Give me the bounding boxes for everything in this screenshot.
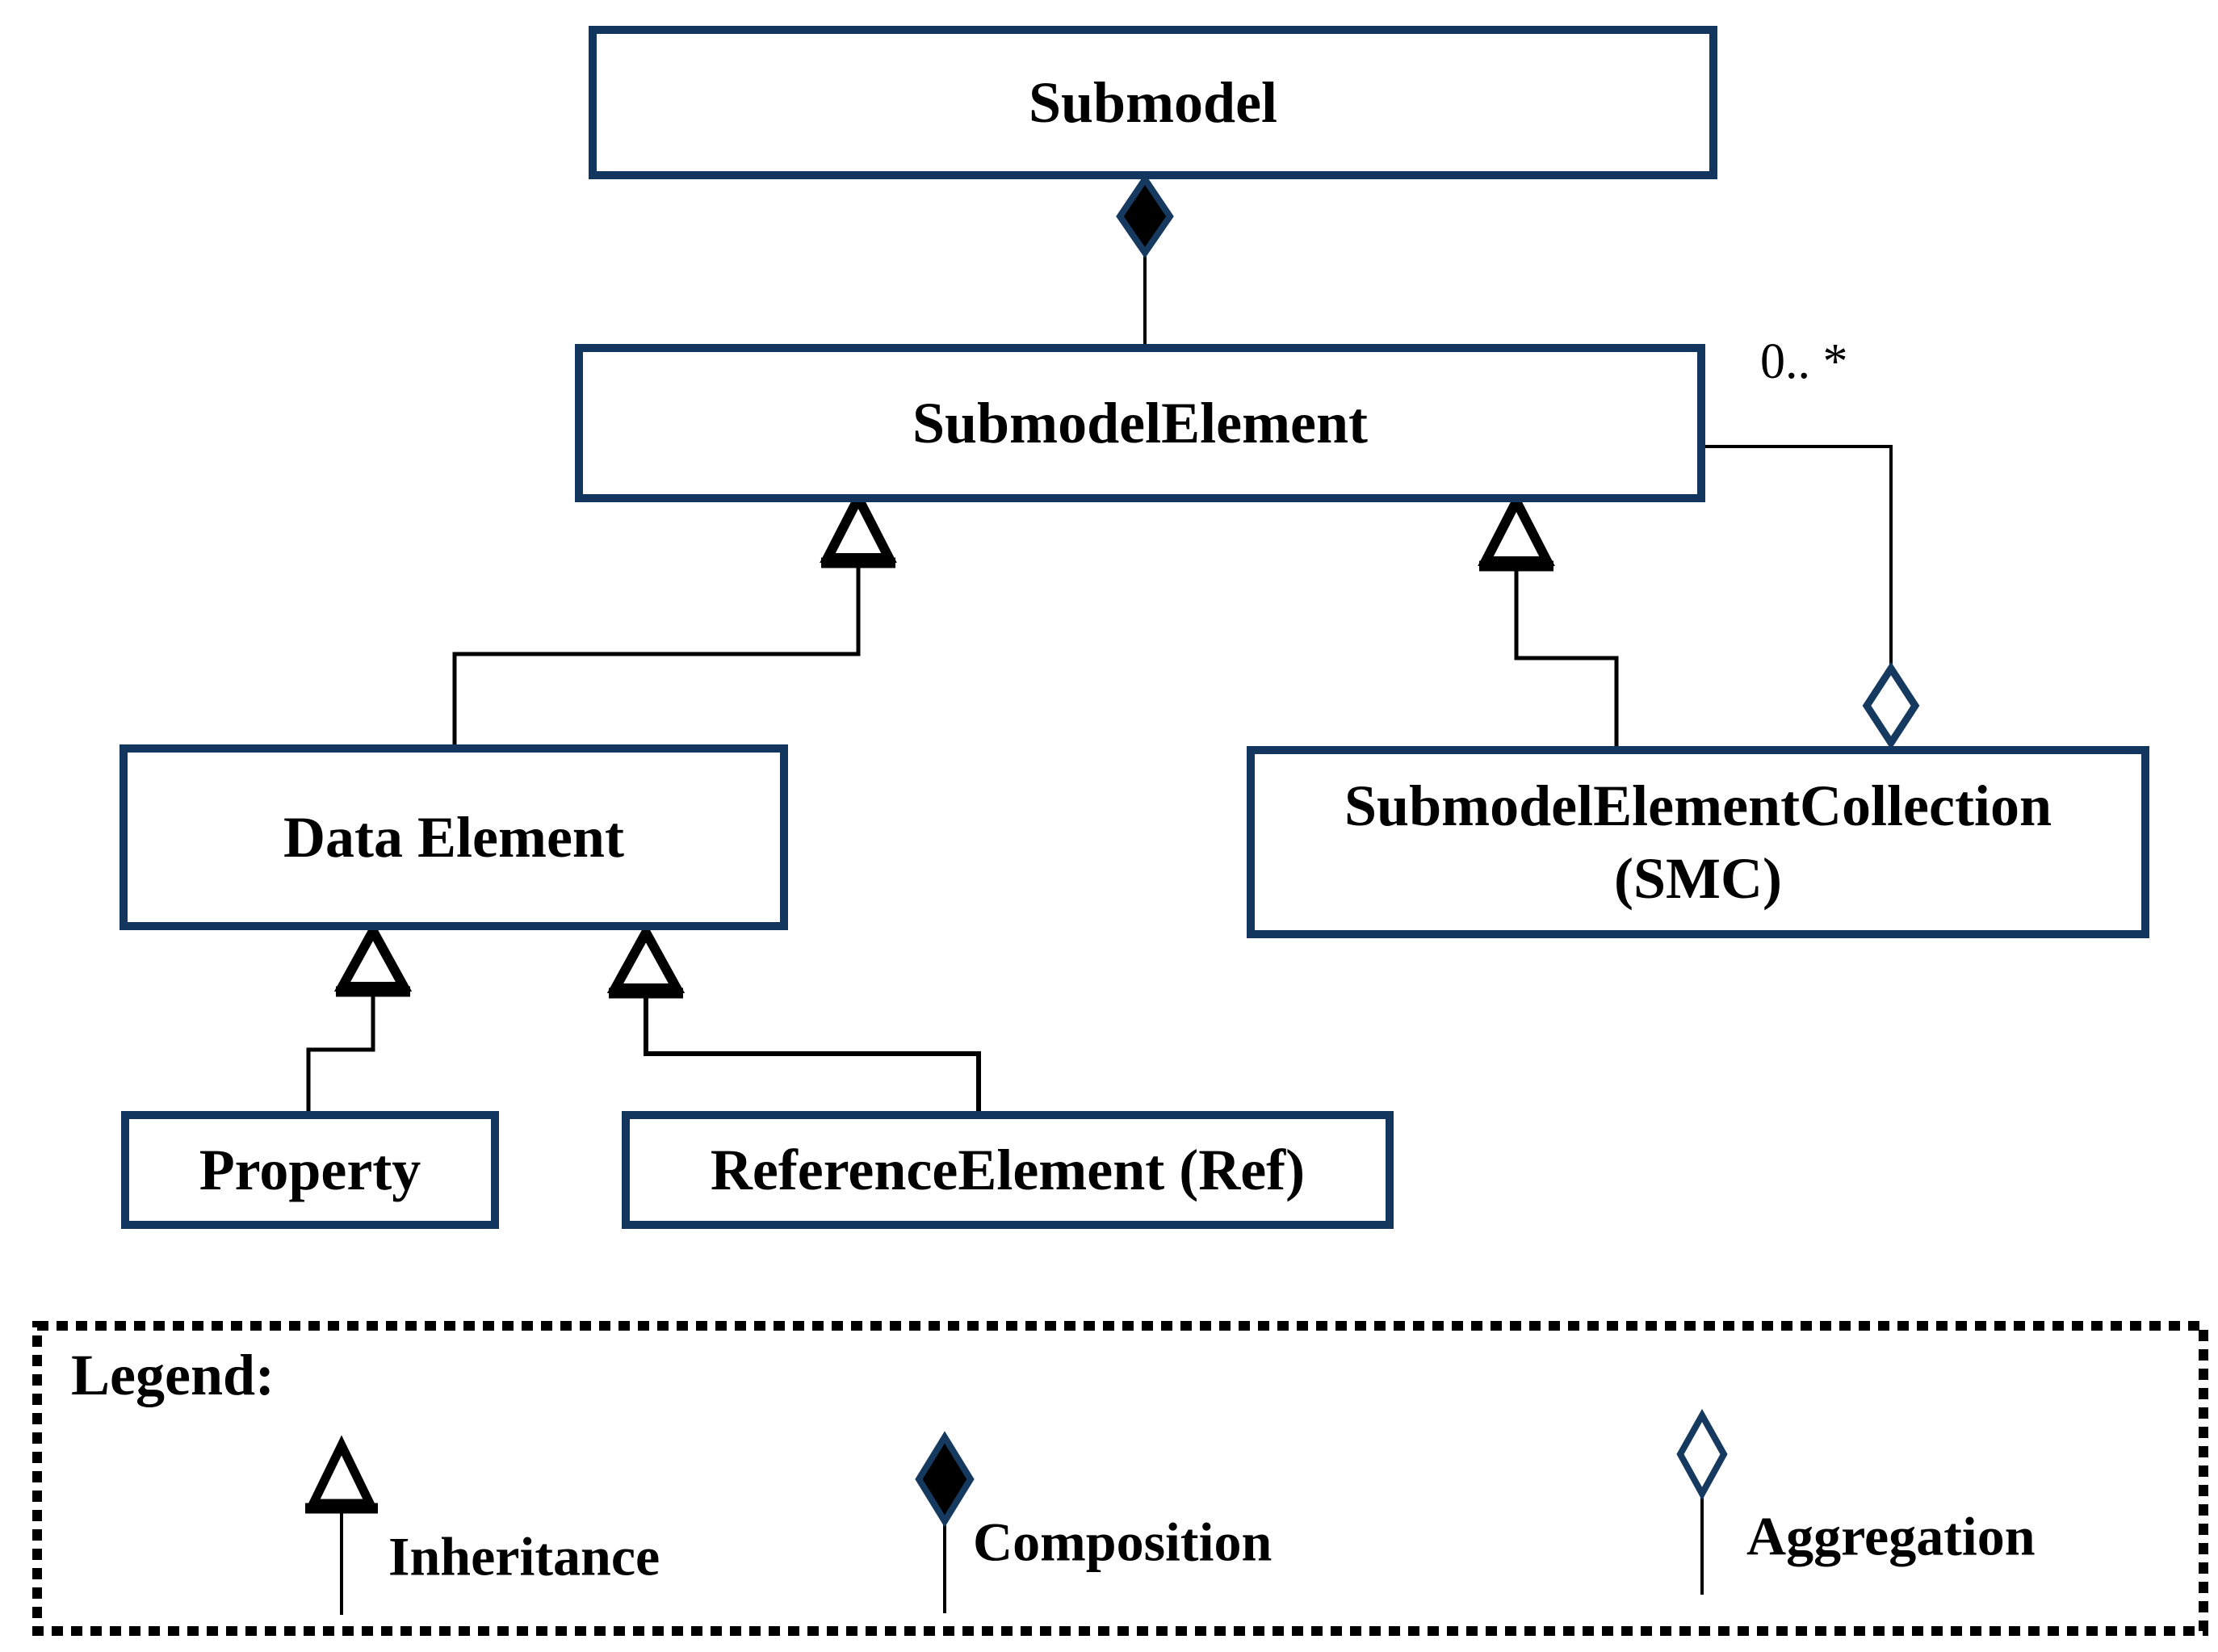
class-label-reference-element: ReferenceElement (Ref) bbox=[710, 1138, 1306, 1202]
legend-aggregation-symbol bbox=[1676, 1408, 1728, 1595]
class-label-data-element: Data Element bbox=[283, 805, 624, 870]
inheritance-connector-smc bbox=[1478, 490, 1619, 748]
legend-border bbox=[32, 1321, 2208, 1636]
class-label-submodel: Submodel bbox=[1028, 70, 1278, 135]
composition-diamond-icon bbox=[915, 1431, 975, 1528]
class-label-property: Property bbox=[199, 1138, 421, 1202]
legend-label-inheritance: Inheritance bbox=[388, 1525, 660, 1587]
composition-connector bbox=[1116, 173, 1174, 346]
inheritance-line bbox=[1514, 571, 1619, 748]
inheritance-triangle-icon bbox=[606, 922, 686, 993]
legend-composition-symbol bbox=[915, 1431, 975, 1613]
legend-inheritance-symbol bbox=[305, 1435, 378, 1615]
class-box-data-element: Data Element bbox=[119, 744, 788, 930]
class-box-submodel: Submodel bbox=[589, 26, 1717, 179]
inheritance-line bbox=[306, 996, 375, 1113]
legend-label-aggregation: Aggregation bbox=[1746, 1505, 2036, 1567]
inheritance-triangle-icon bbox=[333, 920, 413, 992]
aggregation-line bbox=[1705, 445, 1893, 672]
inheritance-triangle-icon bbox=[820, 487, 897, 563]
class-box-smc: SubmodelElementCollection (SMC) bbox=[1247, 746, 2149, 938]
inheritance-triangle-icon bbox=[1478, 490, 1555, 566]
inheritance-line bbox=[452, 568, 861, 746]
aggregation-diamond-icon bbox=[1676, 1408, 1728, 1501]
class-label-smc-line1: SubmodelElementCollection bbox=[1344, 774, 2052, 838]
composition-diamond-icon bbox=[1116, 173, 1174, 259]
inheritance-triangle-icon bbox=[306, 1435, 377, 1508]
inheritance-connector-property bbox=[306, 920, 413, 1113]
class-label-smc-line2: (SMC) bbox=[1614, 846, 1782, 911]
inheritance-line bbox=[644, 998, 981, 1113]
inheritance-connector-reference bbox=[606, 922, 981, 1113]
class-box-reference-element: ReferenceElement (Ref) bbox=[622, 1111, 1394, 1229]
class-label-submodel-element: SubmodelElement bbox=[912, 391, 1369, 455]
inheritance-connector-dataelement bbox=[452, 487, 897, 746]
class-box-property: Property bbox=[121, 1111, 499, 1229]
aggregation-diamond-icon bbox=[1862, 661, 1920, 750]
aggregation-connector bbox=[1705, 445, 1920, 750]
legend-label-composition: Composition bbox=[973, 1511, 1273, 1573]
legend-title: Legend: bbox=[71, 1343, 275, 1407]
class-box-submodel-element: SubmodelElement bbox=[575, 344, 1705, 502]
multiplicity-label: 0.. * bbox=[1760, 334, 1848, 389]
